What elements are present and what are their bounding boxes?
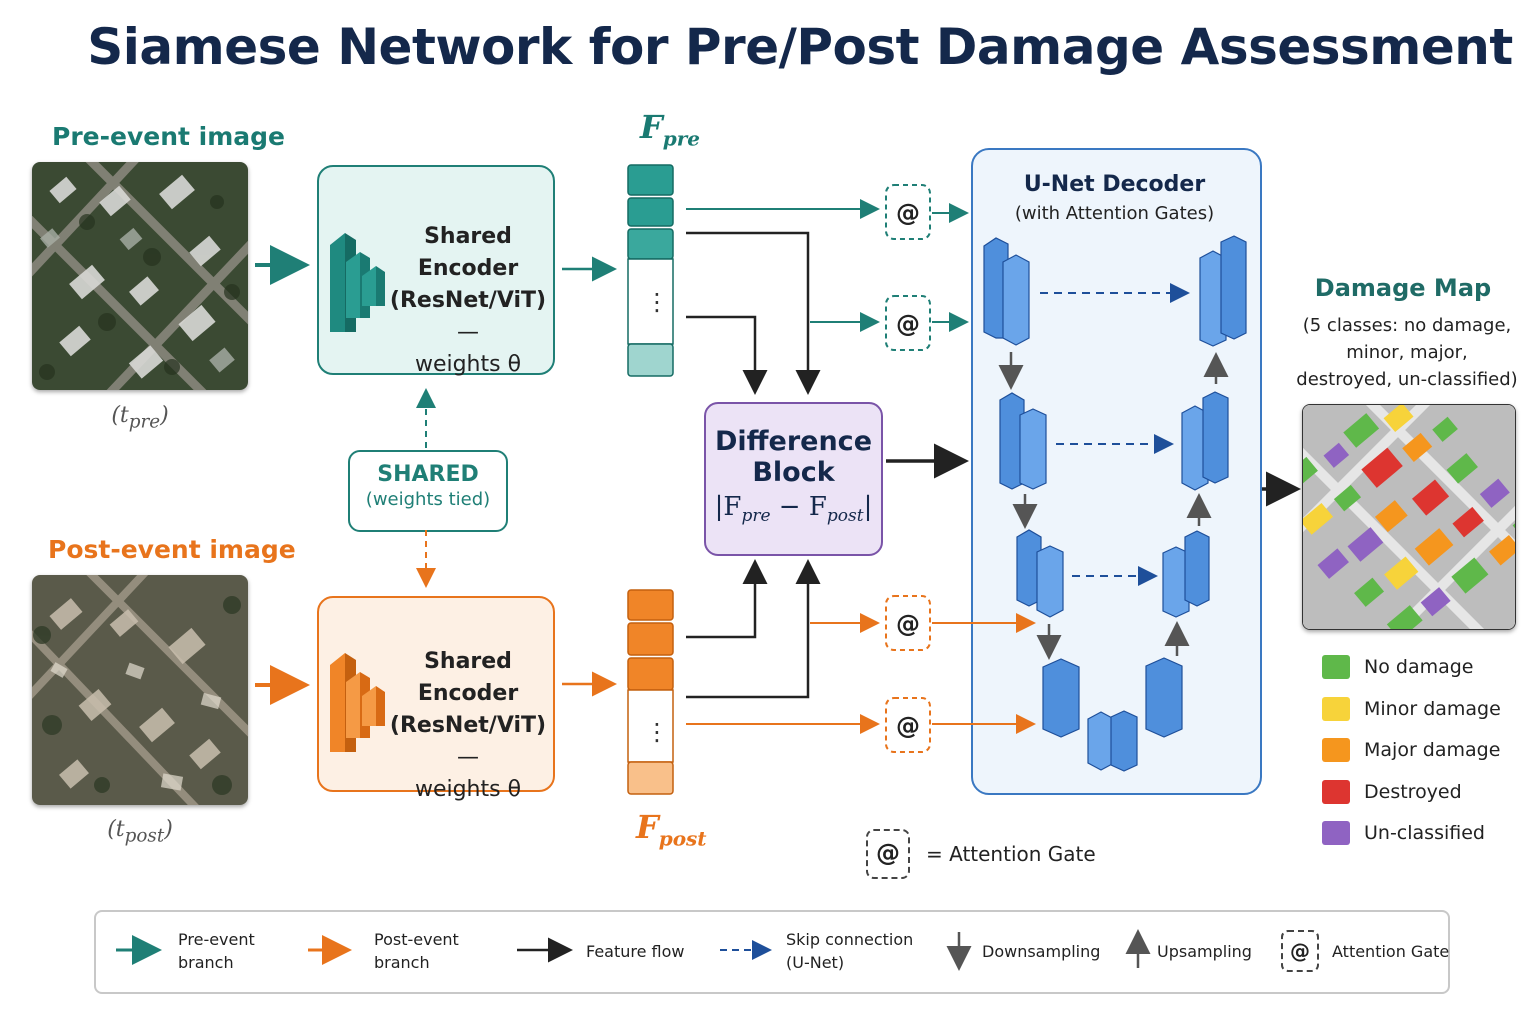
legend-feature-flow: Feature flow xyxy=(586,942,685,961)
svg-text:@: @ xyxy=(896,310,920,338)
swatch-no-damage xyxy=(1322,655,1350,679)
attention-gate-post-1: @ xyxy=(885,595,931,651)
post-event-image xyxy=(32,575,248,805)
f-pre-feature-stack xyxy=(627,164,674,377)
pre-time-label: (tpre) xyxy=(111,403,169,433)
class-destroyed: Destroyed xyxy=(1364,781,1462,803)
f-pre-ellipsis: ⋮ xyxy=(645,288,669,316)
svg-text:@: @ xyxy=(896,712,920,740)
f-pre-label: Fpre xyxy=(640,108,700,151)
attention-gate-key-icon: @ xyxy=(866,829,910,879)
unet-subtitle: (with Attention Gates) xyxy=(1014,203,1215,224)
swatch-minor-damage xyxy=(1322,697,1350,721)
page-title: Siamese Network for Pre/Post Damage Asse… xyxy=(87,18,1513,76)
attention-gate-pre-1: @ xyxy=(885,184,931,240)
class-unclassified: Un-classified xyxy=(1364,822,1485,844)
shared-weights-box: SHARED (weights tied) xyxy=(348,450,508,532)
attention-gate-post-2: @ xyxy=(885,697,931,753)
flow-post-a xyxy=(686,559,768,639)
f-post-feature-stack xyxy=(627,589,674,795)
flow-pre-a xyxy=(686,231,821,395)
class-no-damage: No damage xyxy=(1364,656,1474,678)
post-image-label: Post-event image xyxy=(48,535,296,564)
unet-title: U-Net Decoder xyxy=(1023,172,1206,197)
legend-panel xyxy=(94,910,1450,994)
class-major-damage: Major damage xyxy=(1364,739,1501,761)
unet-decoder-box xyxy=(971,148,1262,795)
flow-post-b xyxy=(686,559,821,699)
svg-text:@: @ xyxy=(896,199,920,227)
legend-attention-gate: Attention Gate xyxy=(1332,942,1450,961)
attention-gate-key-label: = Attention Gate xyxy=(926,842,1096,866)
swatch-major-damage xyxy=(1322,738,1350,762)
difference-formula: |Fpre − Fpost| xyxy=(714,492,873,527)
f-post-label: Fpost xyxy=(636,808,707,851)
attention-gate-pre-2: @ xyxy=(885,295,931,351)
shared-title: SHARED xyxy=(377,462,479,487)
flow-pre-b xyxy=(686,315,768,395)
legend-skip-connection: Skip connection(U-Net) xyxy=(786,930,914,972)
swatch-destroyed xyxy=(1322,780,1350,804)
post-time-label: (tpost) xyxy=(107,817,173,847)
damage-map-title: Damage Map xyxy=(1314,274,1492,302)
difference-block: Difference Block |Fpre − Fpost| xyxy=(704,402,883,556)
damage-map-subtitle: (5 classes: no damage, minor, major, des… xyxy=(1296,315,1518,390)
legend-attention-gate-icon: @ xyxy=(1281,930,1319,972)
shared-subtitle: (weights tied) xyxy=(365,489,491,510)
legend-downsampling: Downsampling xyxy=(982,942,1101,961)
class-minor-damage: Minor damage xyxy=(1364,698,1501,720)
legend-upsampling: Upsampling xyxy=(1157,942,1252,961)
pre-image-label: Pre-event image xyxy=(52,122,285,151)
pre-event-image xyxy=(32,162,248,390)
difference-title: Difference xyxy=(714,426,873,457)
pre-encoder-text: Shared Encoder (ResNet/ViT) — weights θ xyxy=(389,224,547,377)
difference-title-2: Block xyxy=(752,457,835,488)
damage-map-image xyxy=(1302,404,1516,630)
f-post-ellipsis: ⋮ xyxy=(645,718,669,746)
svg-text:@: @ xyxy=(896,610,920,638)
swatch-unclassified xyxy=(1322,821,1350,845)
post-encoder-text: Shared Encoder (ResNet/ViT) — weights θ xyxy=(389,649,547,802)
